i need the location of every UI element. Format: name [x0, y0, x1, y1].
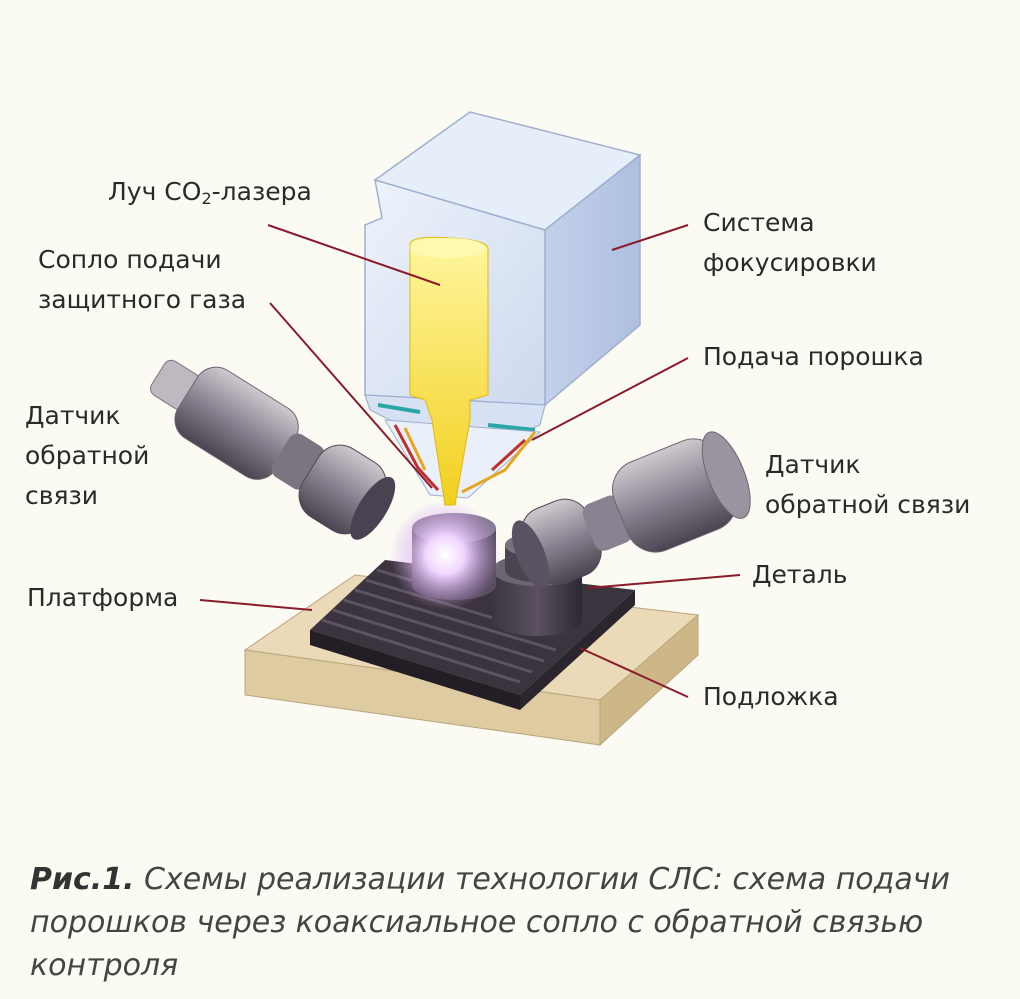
gas-nozzle-line2: защитного газа — [38, 280, 246, 320]
powder-feed-text: Подача порошка — [703, 342, 924, 371]
laser-suffix: -лазера — [212, 177, 312, 206]
melt-pool — [390, 500, 500, 610]
substrate-text: Подложка — [703, 682, 839, 711]
label-focusing-system: Система фокусировки — [703, 203, 877, 283]
label-sensor-right: Датчик обратной связи — [765, 445, 970, 525]
sensor-right-line2: обратной связи — [765, 485, 970, 525]
label-laser-beam: Луч CO2-лазера — [108, 172, 312, 219]
focus-line2: фокусировки — [703, 243, 877, 283]
label-platform: Платформа — [27, 578, 178, 618]
laser-subscript: 2 — [201, 189, 211, 208]
label-part: Деталь — [752, 555, 848, 595]
leader-platform — [200, 600, 312, 610]
label-gas-nozzle: Сопло подачи защитного газа — [38, 240, 246, 320]
focusing-system — [365, 112, 640, 498]
leader-part — [588, 575, 740, 588]
sensor-left-line1: Датчик — [25, 396, 149, 436]
label-sensor-left: Датчик обратной связи — [25, 396, 149, 516]
sensor-left-line3: связи — [25, 476, 149, 516]
slc-diagram — [0, 0, 1020, 850]
figure-caption: Рис.1. Схемы реализации технологии СЛС: … — [30, 858, 1000, 987]
caption-text: Схемы реализации технологии СЛС: схема п… — [30, 862, 950, 983]
focus-line1: Система — [703, 203, 877, 243]
platform-text: Платформа — [27, 583, 178, 612]
gas-nozzle-line1: Сопло подачи — [38, 240, 246, 280]
label-substrate: Подложка — [703, 677, 839, 717]
caption-prefix: Рис.1. — [30, 862, 134, 897]
part-text: Деталь — [752, 560, 848, 589]
sensor-left-line2: обратной — [25, 436, 149, 476]
sensor-right-line1: Датчик — [765, 445, 970, 485]
label-powder-feed: Подача порошка — [703, 337, 924, 377]
laser-prefix: Луч CO — [108, 177, 201, 206]
